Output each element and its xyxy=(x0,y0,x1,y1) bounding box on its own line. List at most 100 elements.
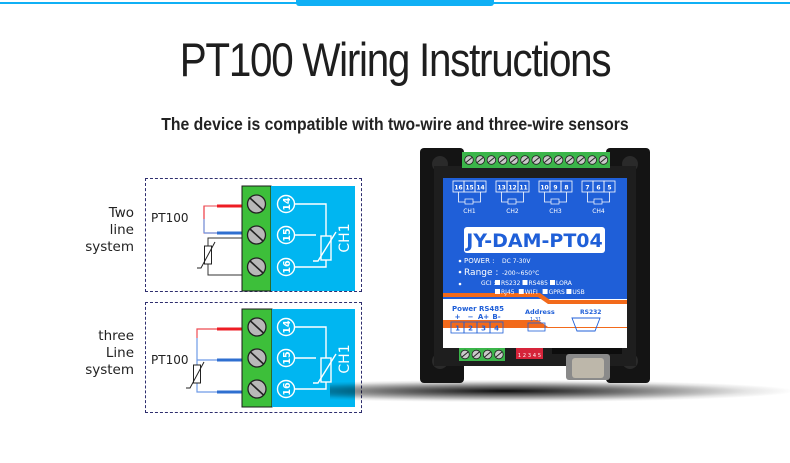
address-range: 1-31 xyxy=(530,317,541,323)
pin-number: 2 xyxy=(468,325,473,333)
terminal-screw-icon xyxy=(531,155,541,165)
page-subtitle: The device is compatible with two-wire a… xyxy=(161,114,629,134)
interface-option: USB xyxy=(572,289,584,296)
dip-switch-icon xyxy=(527,322,546,332)
terminal-number: 14 xyxy=(476,185,484,192)
terminal-number: 7 xyxy=(585,185,589,192)
terminal-number: 15 xyxy=(465,185,473,192)
terminal-screw-icon xyxy=(587,155,597,165)
label-line: three xyxy=(98,328,134,344)
channel-label: CH2 xyxy=(506,208,519,215)
pin-sign: + xyxy=(455,313,461,321)
screw-icon xyxy=(246,194,267,214)
pin-sign: A+ xyxy=(478,313,489,321)
rs485-port-label: RS485 xyxy=(479,305,504,313)
terminal-number: 5 xyxy=(607,185,611,192)
label-line: Line xyxy=(105,345,134,361)
rtd-icon xyxy=(507,198,517,205)
dip-number: 1 xyxy=(518,353,521,359)
checkbox-icon xyxy=(495,280,500,285)
two-wire-diagram: PT100 14 15 16 CH1 xyxy=(151,185,355,292)
label-line: system xyxy=(85,239,134,255)
sensor-loop-wire xyxy=(203,205,242,234)
three-wire-diagram-frame xyxy=(145,302,362,413)
interface-option: RS485 xyxy=(529,280,549,287)
interface-option: RS232 xyxy=(501,280,521,287)
page-title: PT100 Wiring Instructions xyxy=(179,33,612,86)
checkbox-icon xyxy=(495,289,500,294)
terminal-number: 13 xyxy=(497,185,505,192)
gci-label: GCI : xyxy=(481,280,496,287)
screw-icon xyxy=(247,348,267,368)
terminal-screw-icon xyxy=(486,155,497,165)
sensor-label: PT100 xyxy=(151,353,188,367)
device-shadow xyxy=(330,380,790,402)
model-name: JY-DAM-PT04 xyxy=(464,230,603,252)
pin-sign: B- xyxy=(492,313,500,321)
pin-number: 3 xyxy=(481,325,486,333)
interface-option: WIFI xyxy=(525,289,538,296)
checkbox-icon xyxy=(550,280,555,285)
terminal-screw-icon xyxy=(471,349,482,360)
dip-number: 3 xyxy=(528,353,531,359)
pin-sign: − xyxy=(468,313,474,321)
label-line: line xyxy=(109,222,134,238)
terminal-screw-icon xyxy=(494,349,504,360)
power-spec-value: DC 7-30V xyxy=(502,258,531,265)
terminal-screw-icon xyxy=(542,155,553,165)
terminal-screw-icon xyxy=(598,155,609,165)
terminal-number: 11 xyxy=(519,185,527,192)
two-wire-system-label: Two line system xyxy=(74,205,134,256)
terminal-screw-icon xyxy=(497,155,508,165)
terminal-number: 15 xyxy=(282,228,293,241)
terminal-screw-icon xyxy=(565,155,575,165)
terminal-number: 15 xyxy=(282,351,293,364)
rtd-icon xyxy=(464,198,474,205)
channel-label: CH1 xyxy=(337,344,353,373)
interface-option: RJ45 xyxy=(501,289,515,296)
rtd-icon xyxy=(593,198,603,205)
three-wire-system-label: three Line system xyxy=(74,328,134,379)
screw-icon xyxy=(246,257,267,277)
db9-port-icon xyxy=(571,317,601,332)
terminal-number: 6 xyxy=(596,185,600,192)
range-spec-value: -200~650°C xyxy=(502,270,539,277)
terminal-number: 14 xyxy=(282,197,293,211)
dip-switch xyxy=(516,348,543,359)
terminal-screw-icon xyxy=(553,155,564,165)
checkbox-icon xyxy=(522,280,528,285)
power-spec-label: POWER : xyxy=(464,257,495,265)
resistor-arrow xyxy=(186,361,205,389)
range-spec-label: Range : xyxy=(464,268,498,278)
rtd-icon xyxy=(550,198,560,205)
terminal-number: 9 xyxy=(553,185,557,192)
terminal-number: 10 xyxy=(540,185,548,192)
terminal-screw-icon xyxy=(520,155,530,165)
screw-icon xyxy=(247,317,267,337)
channel-label: CH3 xyxy=(549,208,562,215)
sensor-label: PT100 xyxy=(151,211,188,225)
rs232-port-label: RS232 xyxy=(580,309,601,316)
dip-number: 5 xyxy=(538,353,541,359)
label-line: Two xyxy=(108,205,134,221)
channel-label: CH1 xyxy=(337,223,353,252)
channel-label: CH4 xyxy=(592,208,605,215)
terminal-screw-icon xyxy=(509,155,519,165)
dip-number: 2 xyxy=(523,353,526,359)
channel-label: CH1 xyxy=(463,208,476,215)
terminal-number: 16 xyxy=(282,260,293,274)
checkbox-icon xyxy=(542,289,548,294)
blue-wire-thin xyxy=(196,338,242,393)
dip-number: 4 xyxy=(533,353,536,359)
bottom-terminal-strip xyxy=(459,348,505,361)
model-label-box xyxy=(464,227,605,253)
label-line: system xyxy=(85,362,134,378)
screw-icon xyxy=(247,379,267,399)
interface-option: LORA xyxy=(556,280,573,287)
bottom-label-area xyxy=(443,299,627,327)
terminal-number: 14 xyxy=(282,320,293,334)
